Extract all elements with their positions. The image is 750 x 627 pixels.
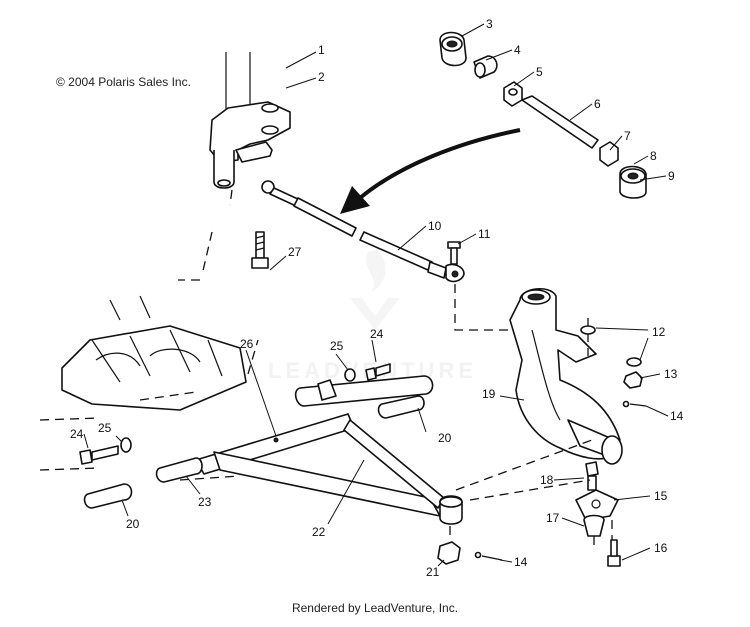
callout-25-left: 25 <box>98 421 112 435</box>
callout-14: 14 <box>670 409 684 423</box>
callout-18: 18 <box>540 473 554 487</box>
callout-21: 21 <box>426 565 440 579</box>
callout-8: 8 <box>650 149 657 163</box>
assembly-arrow <box>340 128 521 214</box>
footer-credit: Rendered by LeadVenture, Inc. <box>291 601 459 615</box>
callout-10: 10 <box>428 219 442 233</box>
castle-nut-21 <box>437 526 503 565</box>
callout-24-left: 24 <box>70 427 84 441</box>
spindle-knuckle <box>509 288 623 465</box>
callout-5: 5 <box>536 65 543 79</box>
callout-7: 7 <box>624 129 631 143</box>
frame-section <box>39 295 259 481</box>
bolts-washers <box>79 363 391 465</box>
callout-6: 6 <box>594 97 601 111</box>
tie-rod <box>261 180 520 331</box>
bolt-27 <box>251 231 269 269</box>
callout-numbers: 1 2 3 4 5 6 7 8 9 10 11 12 13 14 14 15 1… <box>70 17 684 579</box>
copyright-notice: © 2004 Polaris Sales Inc. <box>56 75 191 89</box>
callout-16: 16 <box>654 541 668 555</box>
callout-25-top: 25 <box>330 339 344 353</box>
callout-27: 27 <box>288 245 302 259</box>
callout-17: 17 <box>546 511 560 525</box>
callout-14-lower: 14 <box>514 555 528 569</box>
callout-15: 15 <box>654 489 668 503</box>
callout-24-top: 24 <box>370 327 384 341</box>
callout-22: 22 <box>312 525 326 539</box>
callout-20-right: 20 <box>438 431 452 445</box>
callout-26: 26 <box>240 337 254 351</box>
callout-12: 12 <box>652 325 666 339</box>
callout-2: 2 <box>318 70 325 84</box>
callout-20-left: 20 <box>126 517 140 531</box>
bolt-11 <box>447 241 461 265</box>
callout-4: 4 <box>514 43 521 57</box>
leader-lines <box>83 23 669 567</box>
callout-11: 11 <box>478 227 491 241</box>
callout-1: 1 <box>318 43 325 57</box>
washer-12 <box>580 325 647 408</box>
callout-23: 23 <box>198 495 212 509</box>
callout-13: 13 <box>664 367 678 381</box>
steering-post <box>178 52 291 281</box>
ball-joint-group <box>575 461 621 567</box>
callout-3: 3 <box>486 17 493 31</box>
callout-19: 19 <box>482 387 496 401</box>
callout-9: 9 <box>668 169 675 183</box>
bushings <box>83 395 425 509</box>
tie-rod-end-group <box>439 31 647 199</box>
a-arm <box>195 375 593 525</box>
